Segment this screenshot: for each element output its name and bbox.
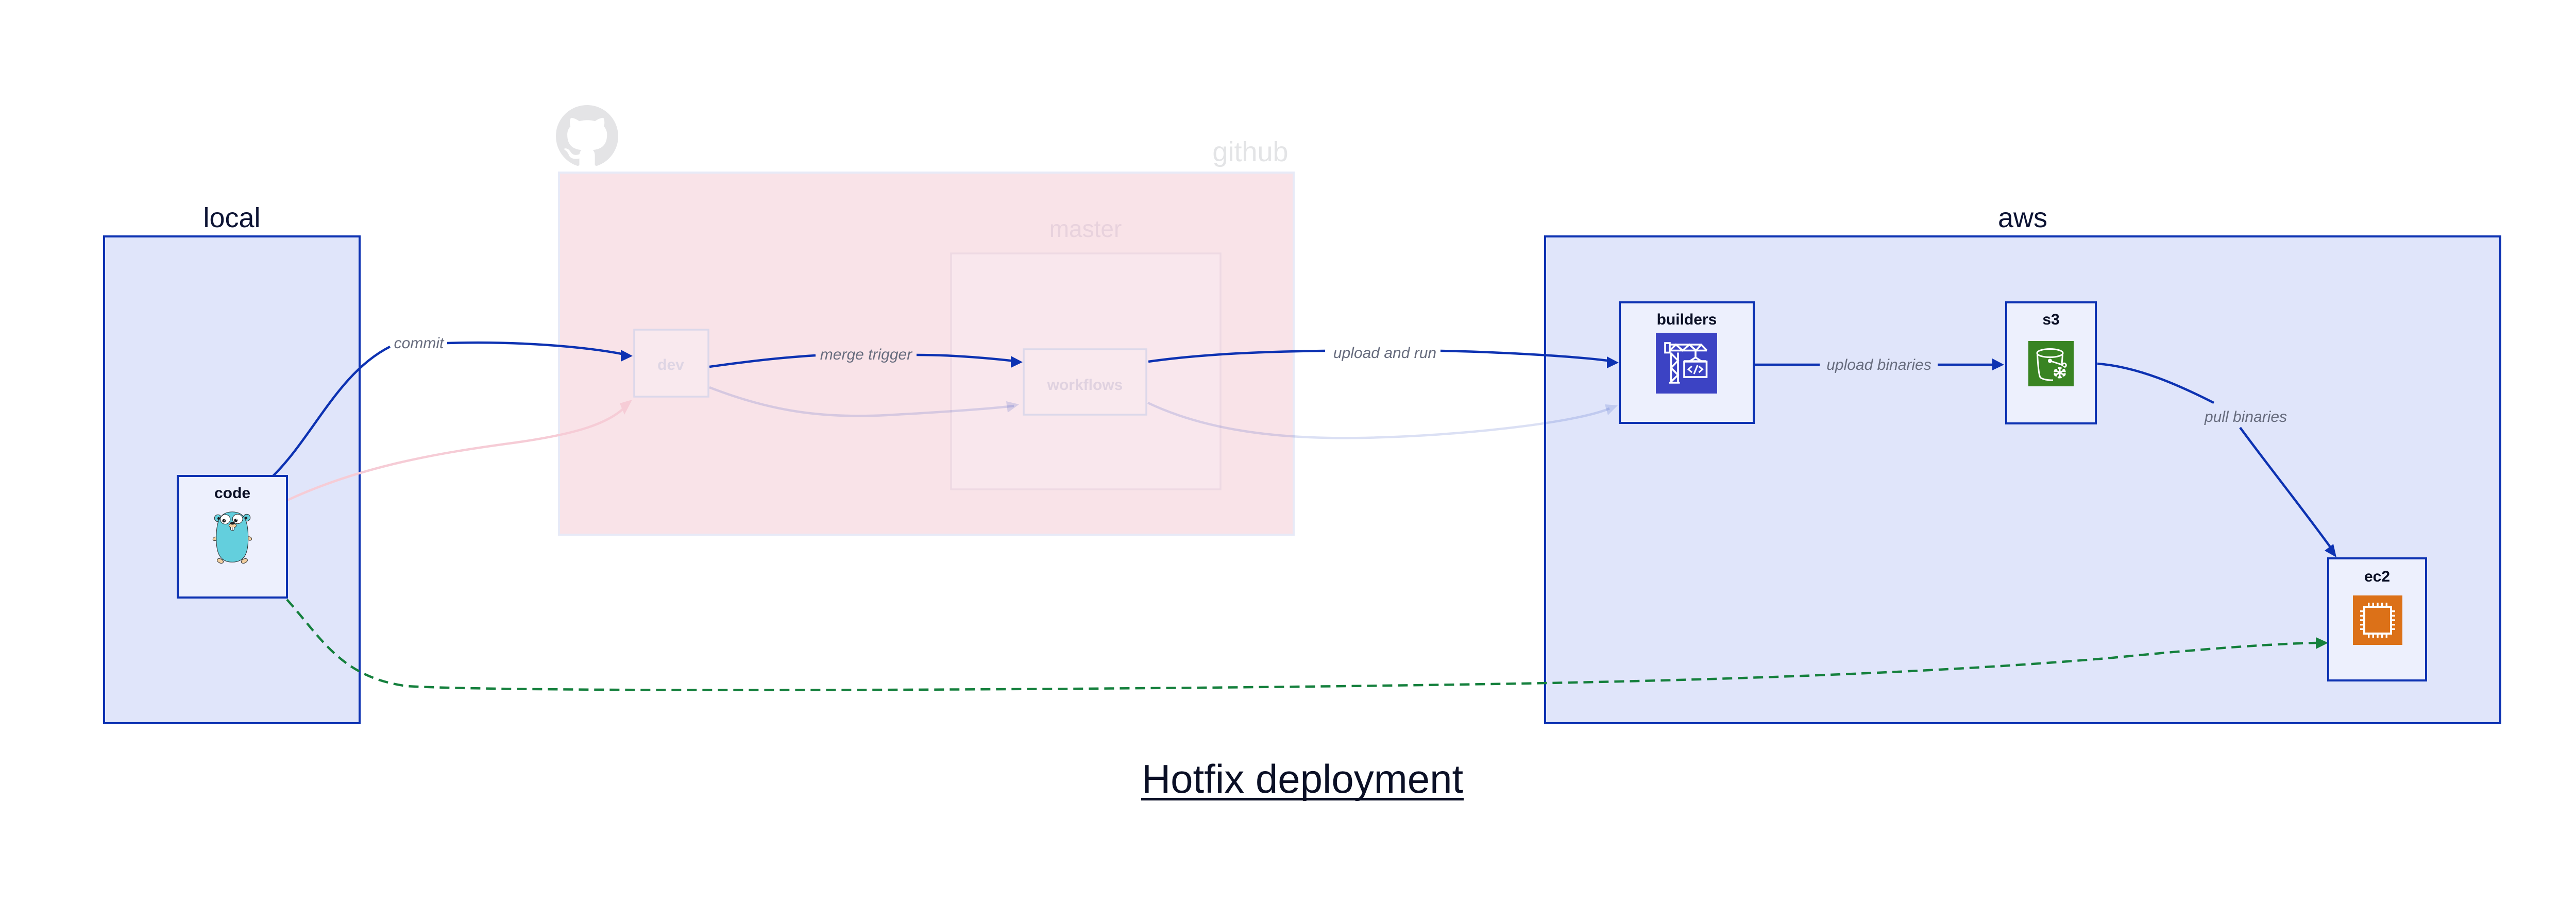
svg-text:workflows: workflows — [1047, 377, 1123, 394]
svg-text:code: code — [214, 485, 250, 502]
svg-text:commit: commit — [394, 335, 445, 352]
svg-text:local: local — [203, 202, 260, 233]
svg-text:github: github — [1212, 137, 1288, 167]
svg-text:pull binaries: pull binaries — [2204, 408, 2287, 425]
svg-text:aws: aws — [1998, 202, 2047, 233]
svg-text:upload binaries: upload binaries — [1826, 356, 1931, 373]
svg-text:Hotfix deployment: Hotfix deployment — [1142, 756, 1464, 801]
svg-text:ec2: ec2 — [2364, 568, 2390, 585]
svg-text:dev: dev — [657, 356, 684, 373]
svg-text:merge trigger: merge trigger — [820, 346, 912, 363]
svg-text:s3: s3 — [2042, 311, 2059, 328]
svg-text:master: master — [1049, 215, 1122, 242]
svg-text:builders: builders — [1657, 311, 1717, 328]
svg-text:upload and run: upload and run — [1333, 345, 1436, 362]
